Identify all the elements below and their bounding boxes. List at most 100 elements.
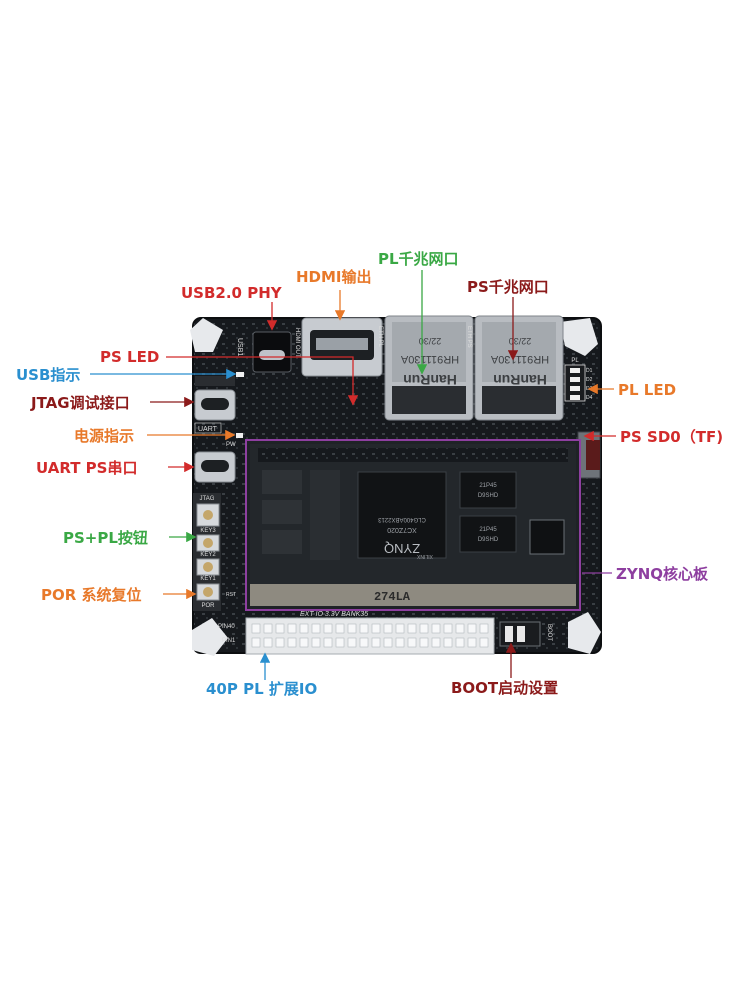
- eth-ps-silkscreen: ETH PS: [466, 326, 472, 348]
- header-pin: [287, 623, 297, 634]
- callout-ps-pl-keys: PS+PL按钮: [63, 529, 148, 547]
- header-pin: [371, 623, 381, 634]
- svg-text:21P45: 21P45: [479, 483, 497, 489]
- header-pin: [419, 637, 429, 648]
- callout-pl-led: PL LED: [618, 381, 677, 399]
- header-pin: [347, 637, 357, 648]
- callout-uart-ps: UART PS串口: [36, 459, 138, 477]
- svg-text:21P45: 21P45: [479, 527, 497, 533]
- header-pin: [419, 623, 429, 634]
- header-pin: [431, 623, 441, 634]
- svg-text:PIN40: PIN40: [218, 624, 235, 630]
- eth-ps-jack: HR911130A HanRun 22/30: [474, 315, 564, 421]
- header-pin: [275, 623, 285, 634]
- svg-text:HR911130A: HR911130A: [490, 353, 549, 365]
- boot-switch: BOOT: [499, 621, 552, 647]
- pw-silkscreen: PW: [226, 442, 236, 448]
- svg-text:POR: POR: [201, 603, 215, 609]
- svg-text:BOOT: BOOT: [546, 624, 552, 641]
- header-pin: [359, 623, 369, 634]
- svg-text:22/30: 22/30: [419, 336, 442, 346]
- header-pin: [395, 637, 405, 648]
- header-pin: [335, 637, 345, 648]
- header-pin: [407, 637, 417, 648]
- svg-text:JTAG: JTAG: [200, 496, 215, 502]
- usb-indicator-port: [195, 376, 235, 386]
- header-pin: [395, 623, 405, 634]
- callout-hdmi-out: HDMI输出: [296, 268, 372, 286]
- core-module-label: 274LA: [374, 590, 411, 604]
- svg-text:D9SHD: D9SHD: [478, 537, 499, 543]
- callout-pl-40pin-io: 40P PL 扩展IO: [206, 680, 318, 698]
- header-pin: [455, 623, 465, 634]
- svg-text:D1: D1: [586, 368, 593, 374]
- header-pin: [443, 637, 453, 648]
- header-pin: [287, 637, 297, 648]
- svg-text:HanRun: HanRun: [403, 372, 457, 388]
- hdmi-silkscreen: HDMI OUT: [294, 328, 300, 358]
- header-pin: [323, 623, 333, 634]
- header-pin: [263, 623, 273, 634]
- callout-jtag: JTAG调试接口: [31, 394, 130, 412]
- svg-text:D4: D4: [586, 395, 593, 401]
- uart-silkscreen: UART: [198, 426, 218, 433]
- header-pin: [455, 637, 465, 648]
- svg-text:PIN1: PIN1: [222, 638, 236, 644]
- pl-led-array: PL D1 D2 D3 D4: [564, 358, 593, 402]
- pin-header-40p: EXT IO 3.3V BANK35 PIN40 PIN1: [218, 611, 495, 655]
- header-pin: [407, 623, 417, 634]
- eth-pl-jack: HR911130A HanRun 22/30: [384, 315, 474, 421]
- key-panel: JTAG KEY3 KEY2 KEY1 POR RST: [193, 493, 236, 611]
- usb1-silkscreen: USB1: [236, 338, 243, 356]
- header-pin: [443, 623, 453, 634]
- callout-ps-gige: PS千兆网口: [467, 278, 549, 296]
- svg-text:EXT IO 3.3V BANK35: EXT IO 3.3V BANK35: [300, 611, 368, 618]
- svg-text:HanRun: HanRun: [493, 372, 547, 388]
- header-pin: [383, 637, 393, 648]
- callout-usb-phy: USB2.0 PHY: [181, 284, 282, 302]
- header-pin: [311, 637, 321, 648]
- header-pin: [311, 623, 321, 634]
- svg-text:RST: RST: [226, 592, 236, 598]
- header-pin: [371, 637, 381, 648]
- callout-zynq-core: ZYNQ核心板: [616, 565, 709, 583]
- zynq-chip-vendor: XILINX: [416, 553, 433, 559]
- svg-text:D2: D2: [586, 377, 593, 383]
- callout-pl-gige: PL千兆网口: [378, 250, 459, 268]
- header-pin: [251, 637, 261, 648]
- mounting-holes: [190, 318, 601, 656]
- callout-power-indicator: 电源指示: [74, 427, 135, 445]
- svg-text:D9SHD: D9SHD: [478, 493, 499, 499]
- svg-text:KEY1: KEY1: [200, 576, 216, 582]
- svg-text:KEY2: KEY2: [200, 552, 216, 558]
- zynq-core-module: ZYNQ XC7Z020 CLG400ABX2213 XILINX 21P45 …: [245, 439, 581, 611]
- header-pin: [263, 637, 273, 648]
- header-pin: [299, 637, 309, 648]
- callout-ps-led: PS LED: [100, 348, 160, 366]
- zynq-chip-brand: ZYNQ: [384, 541, 420, 556]
- header-pin: [467, 637, 477, 648]
- callout-boot-config: BOOT启动设置: [451, 679, 559, 697]
- header-pin: [431, 637, 441, 648]
- zynq-chip-code: CLG400ABX2213: [377, 516, 425, 522]
- header-pin: [359, 637, 369, 648]
- header-pin: [323, 637, 333, 648]
- callout-usb-indicator: USB指示: [16, 366, 81, 384]
- header-pin: [275, 637, 285, 648]
- zynq-chip-part: XC7Z020: [387, 526, 417, 533]
- header-pin: [467, 623, 477, 634]
- header-pin: [479, 623, 489, 634]
- leader-lines: [90, 270, 616, 680]
- header-pin: [335, 623, 345, 634]
- eth-pl-silkscreen: ETH PL: [377, 326, 383, 348]
- svg-text:PL: PL: [571, 358, 579, 364]
- header-pin: [383, 623, 393, 634]
- header-pin: [299, 623, 309, 634]
- svg-text:KEY3: KEY3: [200, 528, 216, 534]
- svg-text:HR911130A: HR911130A: [400, 353, 459, 365]
- callout-por-reset: POR 系统复位: [41, 586, 142, 604]
- header-pin: [251, 623, 261, 634]
- header-pin: [479, 637, 489, 648]
- svg-text:22/30: 22/30: [509, 336, 532, 346]
